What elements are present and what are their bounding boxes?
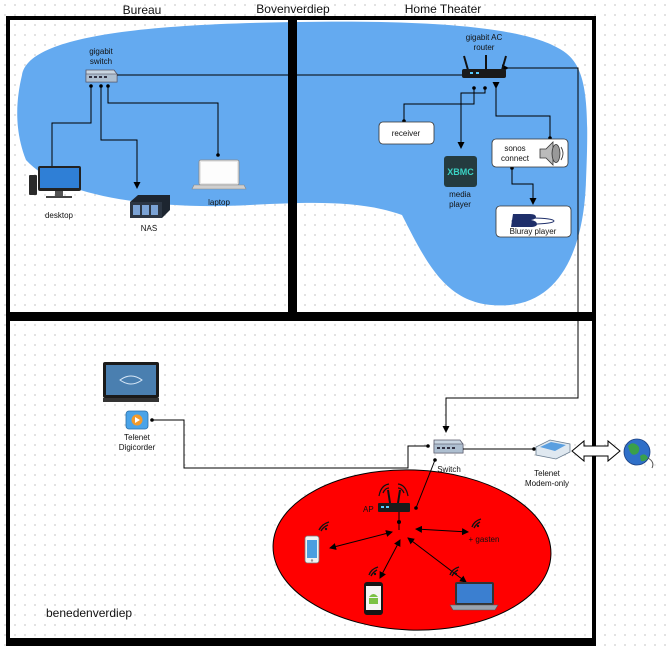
ap-label: AP xyxy=(363,505,374,514)
nas-label: NAS xyxy=(141,224,157,233)
phone-icon xyxy=(364,582,383,615)
speaker-icon xyxy=(539,141,564,166)
tv xyxy=(103,362,159,402)
floor-label-upper: Bovenverdiep xyxy=(256,2,330,16)
switch-icon xyxy=(433,439,464,454)
digicorder-label-1: Telenet xyxy=(124,433,151,442)
ap-icon xyxy=(378,483,410,512)
router: gigabit AC router xyxy=(462,33,507,78)
desktop-icon xyxy=(29,166,81,198)
nas: NAS xyxy=(130,195,170,233)
modem-label-2: Modem-only xyxy=(525,479,569,488)
xbmc-logo: XBMC xyxy=(447,167,474,177)
desktop: desktop xyxy=(29,166,81,220)
internet-link-arrow xyxy=(571,439,621,463)
receiver-label: receiver xyxy=(392,129,421,138)
router-label-2: router xyxy=(474,43,495,52)
wiring xyxy=(48,64,579,583)
gigabit-switch-label-2: switch xyxy=(90,57,112,66)
sonos-label-1: sonos xyxy=(504,144,525,153)
room-label-home-theater: Home Theater xyxy=(405,2,481,16)
wifi-icon xyxy=(368,566,379,577)
globe-icon xyxy=(623,438,654,469)
room-label-bureau: Bureau xyxy=(123,3,162,17)
phone-icon xyxy=(304,535,320,564)
sonos-connect: sonos connect xyxy=(491,138,569,168)
laptop-label: laptop xyxy=(208,198,230,207)
bluray-label: Bluray player xyxy=(510,227,557,236)
switch-label: Switch xyxy=(437,465,461,474)
digicorder-label-2: Digicorder xyxy=(119,443,156,452)
digicorder: Telenet Digicorder xyxy=(119,410,156,452)
router-icon xyxy=(462,55,507,78)
tv-icon xyxy=(103,362,159,402)
laptop-icon xyxy=(449,582,499,611)
modem: Telenet Modem-only xyxy=(525,439,571,488)
floor-label-lower: benedenverdiep xyxy=(46,606,132,620)
walls xyxy=(6,16,596,646)
android-phone xyxy=(364,566,383,615)
iphone xyxy=(304,521,330,564)
bluray-player: Bluray player xyxy=(495,205,572,238)
access-point: AP xyxy=(363,483,410,530)
guests-label: + gasten xyxy=(469,535,500,544)
modem-label-1: Telenet xyxy=(534,469,561,478)
guests: + gasten xyxy=(469,518,500,544)
laptop-icon xyxy=(191,159,247,190)
modem-icon xyxy=(535,439,571,460)
wifi-icon xyxy=(318,521,330,532)
switch-icon xyxy=(85,69,118,83)
digicorder-icon xyxy=(125,410,149,430)
router-label-1: gigabit AC xyxy=(466,33,503,42)
laptop-client xyxy=(449,566,499,611)
laptop: laptop xyxy=(191,159,247,207)
xbmc-icon: XBMC xyxy=(444,156,477,187)
bluray-icon xyxy=(511,214,555,227)
desktop-label: desktop xyxy=(45,211,74,220)
media-player-label-1: media xyxy=(449,190,471,199)
wifi-icon xyxy=(449,566,460,577)
sonos-label-2: connect xyxy=(501,154,530,163)
receiver: receiver xyxy=(378,121,435,145)
media-player: XBMC media player xyxy=(444,156,477,209)
wifi-icon xyxy=(471,518,482,529)
switch: Switch xyxy=(433,439,464,474)
gigabit-switch-label-1: gigabit xyxy=(89,47,113,56)
nas-icon xyxy=(130,195,170,218)
gigabit-switch: gigabit switch xyxy=(85,47,118,83)
media-player-label-2: player xyxy=(449,200,471,209)
